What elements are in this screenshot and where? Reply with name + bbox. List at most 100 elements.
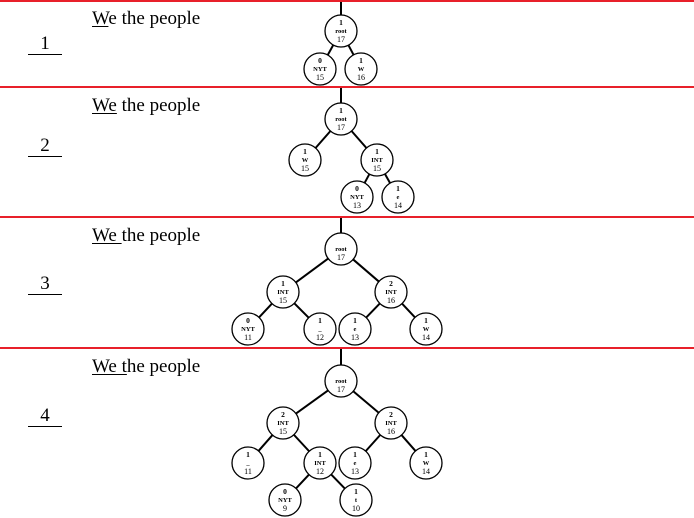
node-weight: 1 (303, 147, 307, 156)
node-number: 12 (316, 467, 324, 476)
tree-edge (347, 44, 355, 56)
node-circle (381, 180, 415, 214)
tree-edge (365, 302, 381, 319)
tree-node: 1_11 (231, 446, 265, 480)
node-number: 17 (337, 253, 345, 262)
step-number: 3 (28, 273, 62, 295)
tree-node: 1_12 (303, 312, 337, 346)
caption-rest: e the people (108, 8, 201, 29)
node-circle (324, 232, 358, 266)
caption-rest: he people (126, 356, 201, 377)
caption-rest: the people (116, 95, 201, 116)
node-label: root (335, 116, 347, 123)
tree-panel-4: root172INT152INT161_111INT121e131W140NYT… (231, 349, 443, 517)
caption-text: We the people (92, 8, 200, 30)
node-weight: 1 (353, 316, 357, 325)
tree-edge (384, 173, 391, 184)
node-weight: 0 (318, 56, 322, 65)
step-number: 4 (28, 405, 62, 427)
node-label: INT (371, 157, 383, 164)
tree-edge (295, 389, 329, 415)
node-label: root (335, 28, 347, 35)
tree-edge (314, 130, 332, 149)
node-weight: 1 (354, 487, 358, 496)
caption-text: We the people (92, 356, 200, 378)
node-circle (409, 312, 443, 346)
caption-text: We the people (92, 225, 200, 247)
node-number: 16 (387, 427, 395, 436)
node-weight: 2 (389, 410, 393, 419)
node-weight: 1 (339, 106, 343, 115)
step-number: 2 (28, 135, 62, 157)
node-number: 13 (353, 201, 361, 210)
tree-edge (326, 44, 335, 56)
node-number: 14 (422, 467, 430, 476)
node-circle (324, 14, 358, 48)
tree-edge (400, 434, 417, 452)
node-circle (324, 364, 358, 398)
node-number: 17 (337, 123, 345, 132)
node-circle (344, 52, 378, 86)
node-number: 11 (244, 467, 252, 476)
node-circle (409, 446, 443, 480)
panel-divider (0, 347, 694, 349)
caption-underlined: W (92, 8, 109, 29)
node-circle (303, 446, 337, 480)
node-number: 13 (351, 333, 359, 342)
node-circle (266, 275, 300, 309)
tree-edge (350, 130, 368, 149)
tree-edge (352, 390, 380, 414)
node-label: INT (385, 420, 397, 427)
node-circle (340, 180, 374, 214)
node-circle (338, 312, 372, 346)
node-label: W (358, 66, 365, 73)
node-circle (374, 275, 408, 309)
node-weight: 1 (318, 316, 322, 325)
node-label: NYT (278, 497, 292, 504)
node-number: 17 (337, 385, 345, 394)
node-number: 14 (422, 333, 430, 342)
node-label: _ (245, 460, 250, 467)
node-weight: 1 (246, 450, 250, 459)
tree-edge (330, 473, 346, 490)
node-number: 16 (387, 296, 395, 305)
node-number: 15 (279, 296, 287, 305)
node-circle (288, 143, 322, 177)
node-weight: 1 (424, 316, 428, 325)
node-label: root (335, 378, 347, 385)
node-number: 16 (357, 73, 365, 82)
node-weight: 2 (389, 279, 393, 288)
node-weight: 0 (283, 487, 287, 496)
node-label: INT (277, 289, 289, 296)
node-label: e (354, 460, 357, 467)
node-label: e (354, 326, 357, 333)
tree-edge (293, 302, 310, 319)
caption-rest: the people (121, 225, 201, 246)
node-weight: 0 (355, 184, 359, 193)
tree-edge (295, 257, 329, 284)
caption-underlined: We t (92, 356, 127, 377)
tree-edge (401, 302, 416, 319)
node-weight: 1 (281, 279, 285, 288)
node-circle (231, 312, 265, 346)
node-label: W (423, 326, 430, 333)
tree-edge (352, 258, 380, 283)
node-number: 15 (373, 164, 381, 173)
node-label: W (423, 460, 430, 467)
node-circle (303, 312, 337, 346)
